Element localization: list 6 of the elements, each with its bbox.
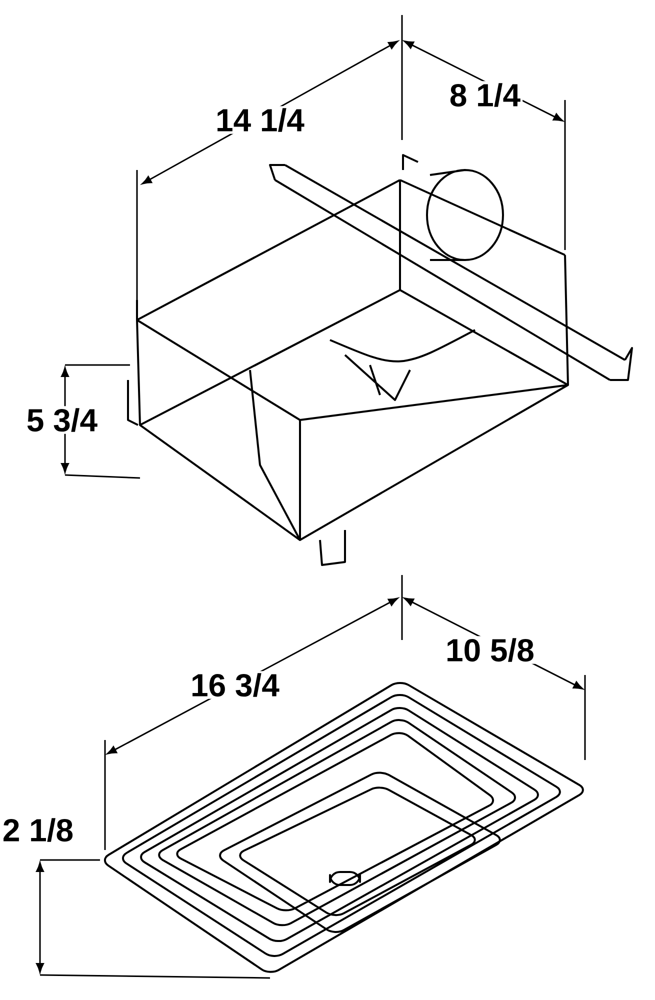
dimension-label: 2 1/8 <box>0 816 76 844</box>
dimension-label: 16 3/4 <box>188 671 282 699</box>
dimension-label: 10 5/8 <box>444 636 536 664</box>
dimension-label: 8 1/4 <box>447 81 523 109</box>
dimension-label: 5 3/4 <box>24 406 100 434</box>
dimension-label: 14 1/4 <box>214 106 306 134</box>
